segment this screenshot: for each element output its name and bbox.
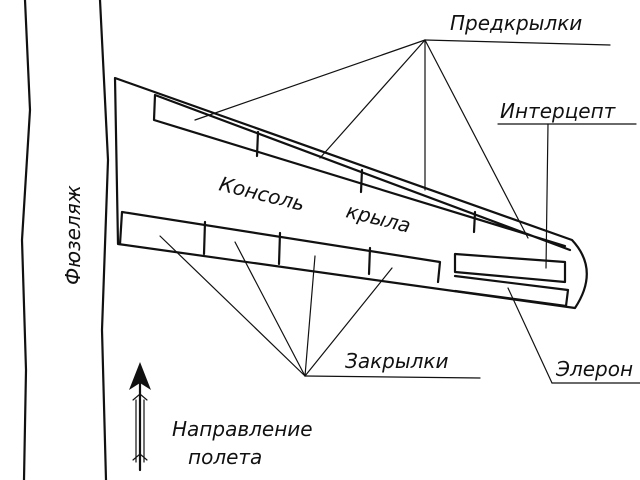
slats-leader bbox=[424, 39, 529, 239]
flaps-leader bbox=[234, 241, 306, 377]
flaps-leader bbox=[304, 255, 316, 377]
wing-outline bbox=[113, 76, 588, 310]
fuselage bbox=[20, 0, 110, 480]
aileron-panel bbox=[453, 274, 570, 308]
flaps-underline bbox=[304, 375, 481, 379]
slats-underline bbox=[424, 39, 611, 46]
slat-divider bbox=[472, 210, 477, 234]
fuselage-label: Фюзеляж bbox=[61, 185, 85, 285]
flight-direction-arrow-icon bbox=[129, 362, 151, 472]
flap-divider bbox=[367, 246, 372, 276]
slats-label: Предкрылки bbox=[450, 11, 582, 35]
wing-console-label-2: крыла bbox=[344, 199, 413, 238]
spoiler-panel bbox=[453, 252, 567, 284]
flap-divider bbox=[277, 231, 282, 266]
slats-leader bbox=[194, 39, 426, 121]
aileron-label: Элерон bbox=[555, 357, 633, 381]
flaps-leader bbox=[304, 267, 393, 377]
spoilers-leader bbox=[545, 123, 549, 269]
flaps-strip bbox=[118, 210, 442, 284]
slats-leader bbox=[319, 39, 426, 159]
flaps-label: Закрылки bbox=[345, 349, 449, 373]
flaps-leader bbox=[159, 235, 306, 377]
direction-label: Направление bbox=[172, 417, 313, 441]
slat-divider bbox=[359, 168, 364, 194]
spoilers-label: Интерцепт bbox=[500, 99, 617, 123]
flap-divider bbox=[202, 220, 207, 256]
wing-console-label: Консоль bbox=[217, 172, 308, 216]
slat-divider bbox=[255, 130, 260, 158]
direction-label-2: полета bbox=[188, 445, 262, 469]
aileron-leader bbox=[507, 287, 553, 384]
